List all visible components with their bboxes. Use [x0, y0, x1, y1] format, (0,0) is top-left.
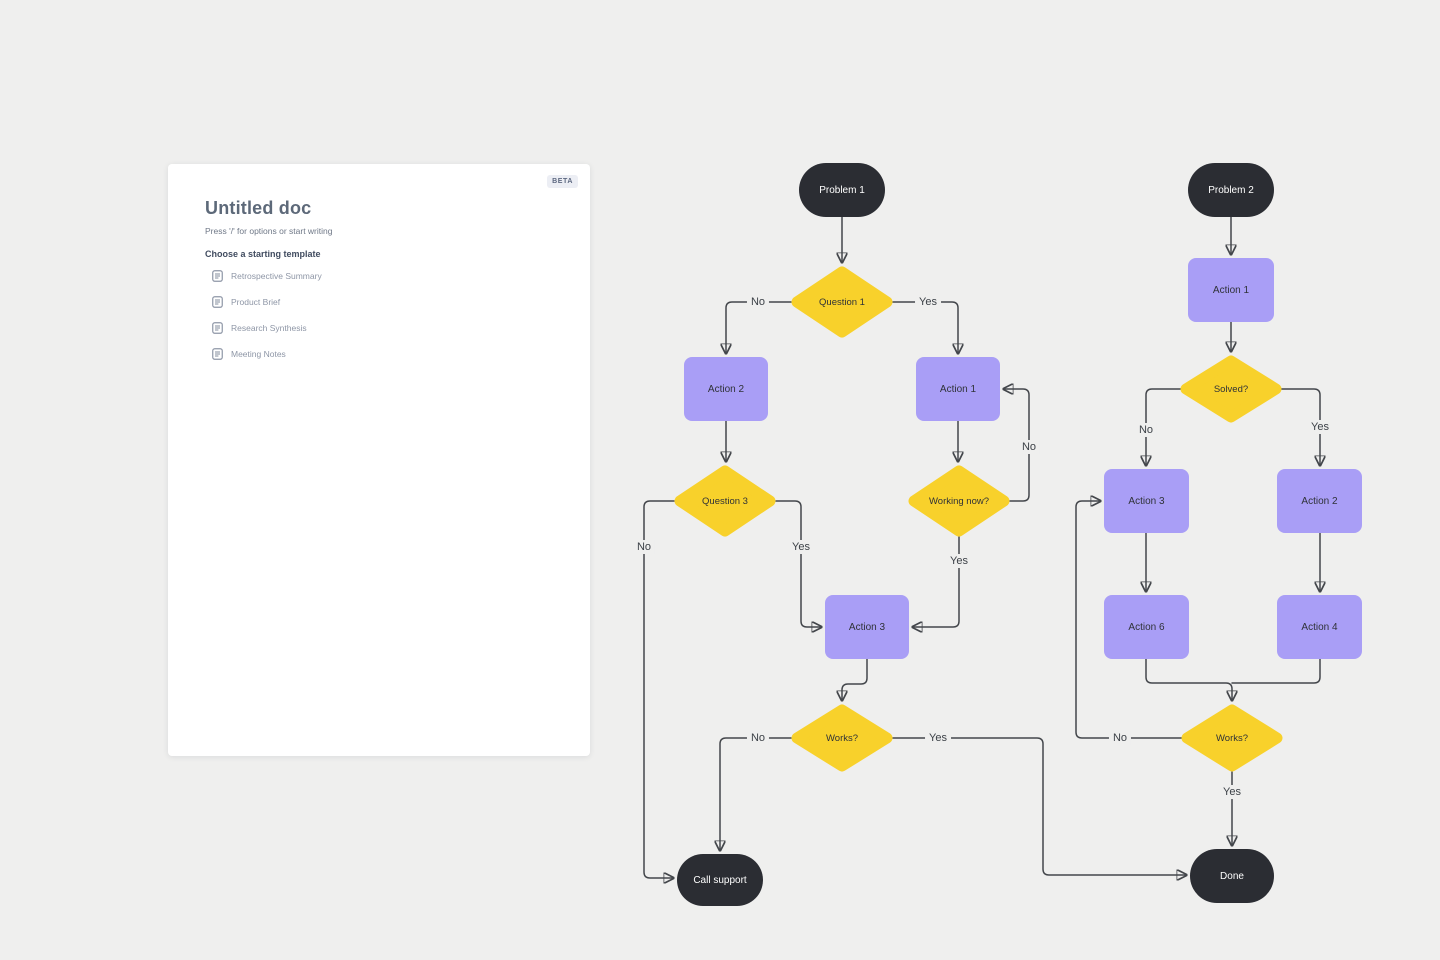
- node-label: Problem 2: [1208, 184, 1254, 196]
- edge-question1-action1-yes[interactable]: [892, 301, 958, 353]
- node-label: Solved?: [1213, 383, 1249, 395]
- flow-node-problem2[interactable]: Problem 2: [1188, 163, 1274, 217]
- edge-label[interactable]: Yes: [925, 731, 951, 745]
- template-item-retrospective-summary[interactable]: Retrospective Summary: [212, 270, 322, 282]
- edge-action6-merge-works[interactable]: [1145, 658, 1232, 700]
- edge-label[interactable]: Yes: [1219, 785, 1245, 799]
- flow-node-r-action6[interactable]: Action 6: [1104, 595, 1189, 659]
- edge-label[interactable]: Yes: [946, 554, 972, 568]
- flow-node-action2[interactable]: Action 2: [684, 357, 768, 421]
- flow-node-r-action4[interactable]: Action 4: [1277, 595, 1362, 659]
- edge-solved-action2-yes[interactable]: [1280, 388, 1320, 465]
- edge-label[interactable]: No: [746, 295, 770, 309]
- templates-heading: Choose a starting template: [205, 249, 321, 259]
- edge-works-action3-no-loop[interactable]: [1075, 501, 1183, 739]
- node-label: Action 4: [1301, 621, 1338, 633]
- document-icon: [212, 270, 223, 282]
- edge-label[interactable]: No: [1017, 440, 1041, 454]
- doc-title[interactable]: Untitled doc: [205, 198, 312, 218]
- node-label: Question 3: [702, 495, 748, 507]
- template-label: Research Synthesis: [231, 323, 307, 333]
- document-icon: [212, 322, 223, 334]
- diamond-shape: [791, 704, 893, 772]
- edge-question3-callsupport-no[interactable]: [643, 500, 675, 878]
- node-label: Done: [1220, 870, 1244, 882]
- diamond-shape: [791, 266, 893, 338]
- flow-node-r-action3[interactable]: Action 3: [1104, 469, 1189, 533]
- edge-label[interactable]: Yes: [915, 295, 941, 309]
- node-label: Action 1: [1212, 284, 1250, 296]
- flow-node-action3[interactable]: Action 3: [825, 595, 909, 659]
- node-label: Works?: [825, 732, 859, 744]
- template-item-product-brief[interactable]: Product Brief: [212, 296, 322, 308]
- template-list: Retrospective Summary Product Brief: [212, 270, 322, 360]
- edge-label[interactable]: No: [1134, 423, 1158, 437]
- edge-solved-action3-no[interactable]: [1146, 388, 1182, 465]
- flow-node-action1[interactable]: Action 1: [916, 357, 1000, 421]
- flow-node-problem1[interactable]: Problem 1: [799, 163, 885, 217]
- node-label: Action 3: [848, 621, 886, 633]
- edge-label[interactable]: No: [1108, 731, 1132, 745]
- template-label: Meeting Notes: [231, 349, 286, 359]
- diamond-shape: [1180, 355, 1282, 423]
- flow-node-r-action2[interactable]: Action 2: [1277, 469, 1362, 533]
- node-label: Action 1: [939, 383, 977, 395]
- edge-label[interactable]: No: [632, 540, 656, 554]
- document-icon: [212, 296, 223, 308]
- edge-works-callsupport-no[interactable]: [720, 737, 792, 850]
- diamond-shape: [1181, 704, 1283, 772]
- doc-editor-hint: Press '/' for options or start writing: [205, 226, 333, 236]
- node-label: Question 1: [819, 296, 865, 308]
- flow-node-r-works[interactable]: Works?: [1181, 704, 1283, 772]
- flow-node-question3[interactable]: Question 3: [674, 465, 776, 537]
- node-label: Working now?: [928, 495, 990, 507]
- edge-label[interactable]: Yes: [788, 540, 814, 554]
- node-label: Call support: [693, 874, 747, 886]
- flow-node-works[interactable]: Works?: [791, 704, 893, 772]
- edge-action4-merge[interactable]: [1231, 658, 1321, 684]
- node-label: Problem 1: [819, 184, 865, 196]
- document-icon: [212, 348, 223, 360]
- flow-node-question1[interactable]: Question 1: [791, 266, 893, 338]
- edge-question1-action2-no[interactable]: [726, 301, 792, 353]
- node-label: Action 2: [1301, 495, 1338, 507]
- flow-node-call-support[interactable]: Call support: [677, 854, 763, 906]
- node-label: Action 2: [707, 383, 745, 395]
- edge-action3-works[interactable]: [842, 658, 868, 700]
- edge-question3-action3-yes[interactable]: [775, 500, 821, 627]
- edge-label[interactable]: Yes: [1307, 420, 1333, 434]
- beta-badge: BETA: [547, 175, 578, 188]
- template-label: Product Brief: [231, 297, 281, 307]
- edge-label[interactable]: No: [746, 731, 770, 745]
- node-label: Works?: [1215, 732, 1249, 744]
- flow-node-done[interactable]: Done: [1190, 849, 1274, 903]
- edge-workingnow-action3-yes[interactable]: [913, 536, 960, 627]
- flow-node-working-now[interactable]: Working now?: [908, 465, 1010, 537]
- doc-editor-card[interactable]: BETA Untitled doc Press '/' for options …: [168, 164, 590, 756]
- edge-works-done-yes[interactable]: [892, 737, 1186, 875]
- flow-node-r-action1[interactable]: Action 1: [1188, 258, 1274, 322]
- node-label: Action 6: [1128, 621, 1165, 633]
- template-label: Retrospective Summary: [231, 271, 322, 281]
- template-item-meeting-notes[interactable]: Meeting Notes: [212, 348, 322, 360]
- diamond-shape: [674, 465, 776, 537]
- template-item-research-synthesis[interactable]: Research Synthesis: [212, 322, 322, 334]
- flow-node-solved[interactable]: Solved?: [1180, 355, 1282, 423]
- node-label: Action 3: [1128, 495, 1165, 507]
- diamond-shape: [908, 465, 1010, 537]
